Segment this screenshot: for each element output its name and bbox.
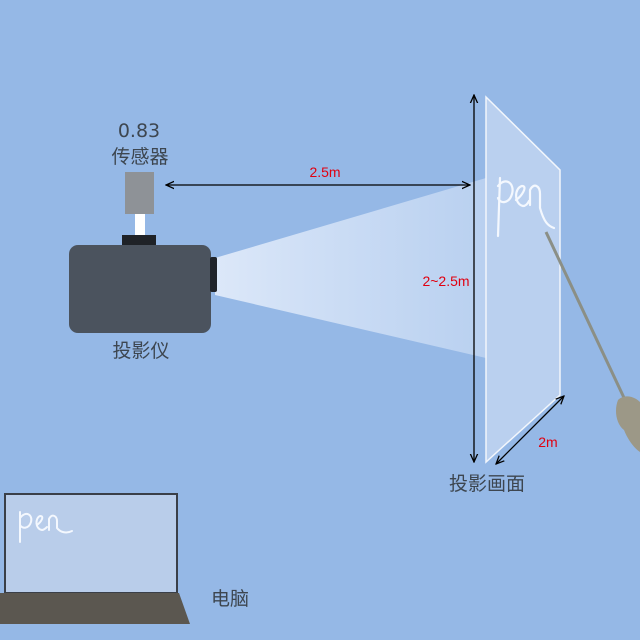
sensor-body: [125, 172, 154, 214]
sensor-mount: [135, 214, 145, 236]
distance-dimension-label: 2.5m: [309, 164, 340, 180]
screen-label: 投影画面: [449, 473, 525, 495]
laptop: 电脑: [0, 493, 249, 624]
sensor: 0.83 传感器: [111, 120, 169, 236]
laptop-screen: [4, 493, 178, 594]
computer-label: 电脑: [211, 588, 249, 610]
projector: 投影仪: [69, 235, 217, 362]
screen-handwriting-pen: [496, 176, 556, 238]
pointer-stick: [544, 231, 640, 452]
projection-screen: [485, 95, 561, 464]
projector-lens: [210, 257, 217, 292]
laptop-base: [0, 593, 190, 624]
hand-icon: [616, 396, 640, 452]
height-dimension-label: 2~2.5m: [422, 273, 469, 289]
projector-body: [69, 245, 211, 333]
sensor-label: 传感器: [111, 146, 168, 168]
projector-label: 投影仪: [112, 340, 169, 362]
width-dimension-line: [496, 396, 564, 464]
sensor-value: 0.83: [118, 120, 160, 142]
laptop-handwriting-pen: [19, 511, 73, 543]
width-dimension-label: 2m: [538, 434, 557, 450]
projector-top-mount: [122, 235, 156, 246]
projection-beam: [215, 178, 486, 358]
